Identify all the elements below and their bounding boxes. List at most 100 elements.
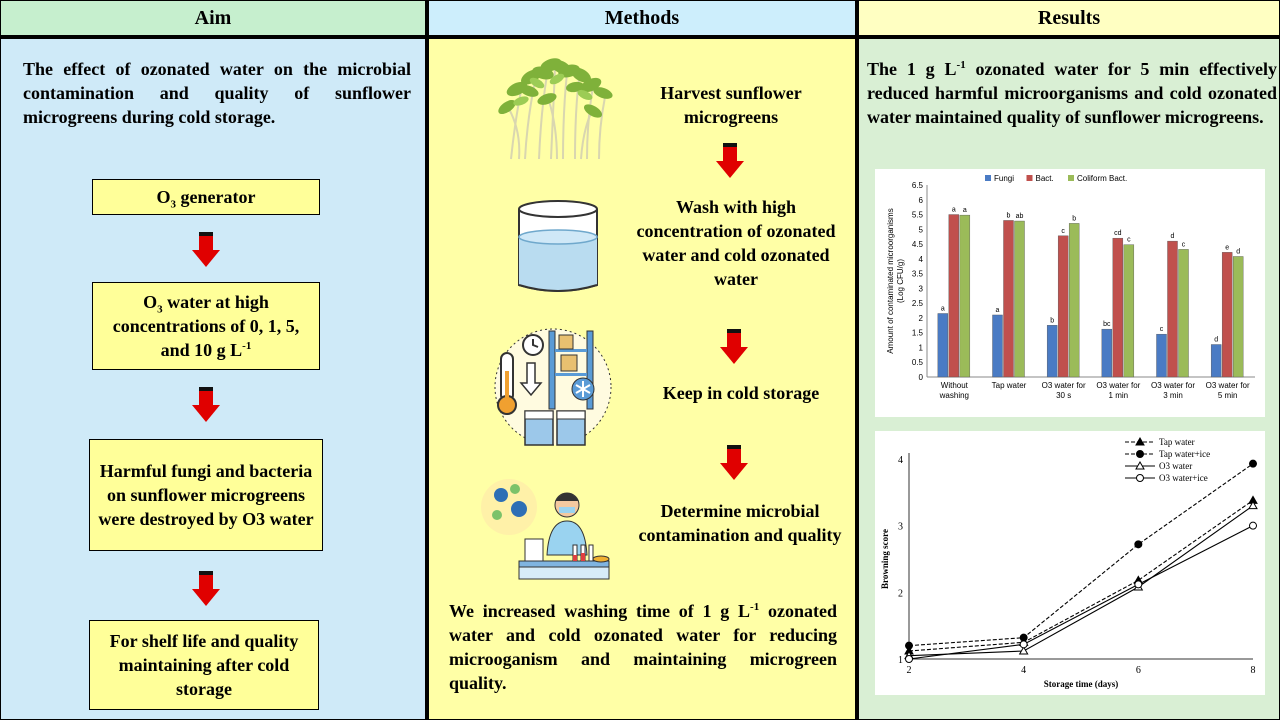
y-axis-label-units: (Log CFU/g) [896,259,905,303]
results-column: Results The 1 g L-1 ozonated water for 5… [858,0,1280,720]
aim-box-o3-generator: O3 generator [92,179,320,215]
bar-significance-label: ab [1016,213,1024,220]
data-point [1249,521,1257,530]
data-point [1134,540,1143,549]
x-tick-label: 2 [907,665,912,676]
bar [1003,220,1014,378]
data-point [905,641,913,650]
bar [1046,325,1058,378]
y-tick-label: 2.5 [912,299,924,308]
series-line [908,499,1254,652]
y-tick-label: 4 [898,455,903,466]
series-line [908,505,1254,657]
aim-text: The effect of ozonated water on the micr… [23,59,411,127]
y-tick-label: 0 [919,373,924,382]
x-axis-label: Storage time (days) [1044,679,1118,689]
method-step-harvest: Harvest sunflower microgreens [660,83,802,127]
bar [937,313,949,378]
bar-significance-label: a [963,207,967,214]
methods-header: Methods [428,0,856,36]
y-tick-label: 1 [898,655,903,666]
methods-body: Harvest sunflower microgreens Wash with … [428,38,856,720]
x-tick-label: O3 water for [1206,381,1250,390]
series-line [908,525,1254,660]
y-tick-label: 3.5 [912,270,924,279]
data-point [1019,633,1028,642]
bar [1112,237,1124,378]
results-summary: The 1 g L-1 ozonated water for 5 min eff… [867,59,1278,127]
x-tick-label: 1 min [1109,391,1129,400]
y-tick-label: 0.5 [912,358,924,367]
aim-column: Aim The effect of ozonated water on the … [0,0,426,720]
y-axis-label: Amount of contaminated microorganisms [886,208,895,353]
results-body: The 1 g L-1 ozonated water for 5 min eff… [858,38,1280,720]
y-axis-label: Browning score [880,529,890,589]
y-tick-label: 6 [919,196,924,205]
data-point [1134,580,1143,589]
y-tick-label: 4.5 [912,240,924,249]
bar [1101,328,1113,378]
bar [1123,244,1135,378]
method-step-wash: Wash with high concentration of ozonated… [636,197,836,289]
bar [959,214,971,378]
y-tick-label: 5.5 [912,211,924,220]
y-tick-label: 6.5 [912,181,924,190]
x-tick-label: 8 [1251,665,1256,676]
microgreens-icon [498,58,613,160]
bar [1057,235,1069,378]
x-tick-label: 4 [1021,665,1026,676]
bar-significance-label: c [1160,326,1164,333]
bar [1167,240,1178,378]
bar [992,314,1003,378]
y-tick-label: 1.5 [912,329,924,338]
x-tick-label: 3 min [1163,391,1183,400]
down-arrow-icon [720,329,748,364]
legend-label: Coliform Bact. [1077,174,1127,183]
bar [948,214,960,378]
down-arrow-icon [192,232,220,267]
bar-significance-label: d [1171,233,1175,240]
aim-box-harmful-fungi: Harmful fungi and bacteria on sunflower … [89,439,323,551]
data-point [905,655,913,663]
legend-label: O3 water+ice [1159,473,1208,483]
down-arrow-icon [192,571,220,606]
aim-box-o3-concentrations: O3 water at high concentrations of 0, 1,… [92,282,320,370]
bar-significance-label: b [1072,215,1076,222]
bar [1178,249,1189,378]
down-arrow-icon [192,387,220,422]
bar-significance-label: b [1007,212,1011,219]
data-point [1019,640,1028,649]
bar-significance-label: b [1050,317,1054,324]
legend-swatch [1026,175,1033,181]
y-tick-label: 5 [919,225,924,234]
aim-box-shelf-life: For shelf life and quality maintaining a… [89,620,319,710]
bar-significance-label: a [996,307,1000,314]
data-point [1018,645,1029,655]
bar-significance-label: cd [1114,230,1122,237]
down-arrow-icon [720,445,748,480]
x-tick-label: 5 min [1218,391,1238,400]
legend-marker [1136,474,1144,482]
bar [1210,344,1222,378]
data-point [1249,459,1257,468]
x-tick-label: 30 s [1056,391,1071,400]
bar-significance-label: a [952,207,956,214]
bar [1014,220,1025,378]
x-tick-label: washing [939,391,969,400]
results-header: Results [858,0,1280,36]
x-tick-label: Tap water [992,381,1027,390]
legend-label: Bact. [1036,174,1054,183]
aim-header: Aim [0,0,426,36]
x-tick-label: Without [941,381,969,390]
y-tick-label: 3 [898,522,903,533]
x-tick-label: O3 water for [1151,381,1195,390]
legend-swatch [1068,175,1074,181]
bar [1156,333,1167,378]
y-tick-label: 4 [919,255,924,264]
x-tick-label: O3 water for [1096,381,1140,390]
bar [1221,252,1233,378]
x-tick-label: O3 water for [1042,381,1086,390]
